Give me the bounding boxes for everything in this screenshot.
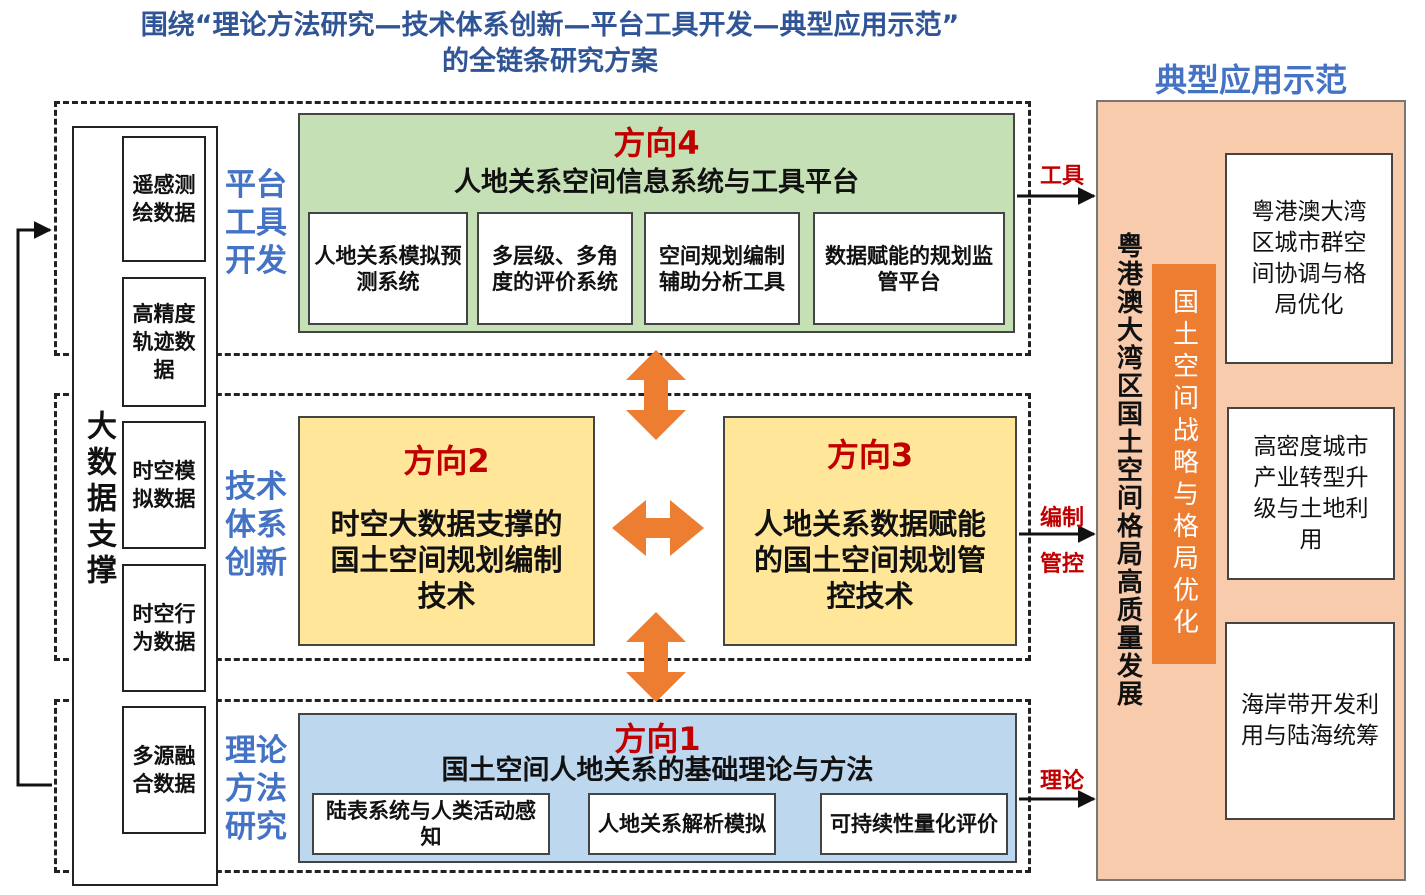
- platform-band: [54, 101, 1031, 356]
- demo-example-2: 高密度城市产业转型升级与土地利用: [1227, 407, 1395, 580]
- data-item-behavior: 时空行为数据: [122, 564, 206, 692]
- demo-main-label: 粤港澳大湾区国土空间格局高质量发展: [1112, 232, 1143, 708]
- title-line-2: 的全链条研究方案: [442, 46, 658, 77]
- arrow-label-control: 管控: [1039, 552, 1084, 577]
- direction-1-sub-2: 人地关系解析模拟: [588, 793, 776, 855]
- direction-2-box: [298, 416, 595, 646]
- data-item-trajectory: 高精度轨迹数据: [122, 277, 206, 407]
- direction-1-label: 方向1: [614, 720, 701, 758]
- direction-1-sub-1: 陆表系统与人类活动感知: [312, 793, 550, 855]
- demo-title: 典型应用示范: [1154, 61, 1347, 99]
- data-item-simulation: 时空模拟数据: [122, 421, 206, 549]
- arrow-label-tool: 工具: [1039, 164, 1084, 189]
- direction-3-title: 人地关系数据赋能的国土空间规划管控技术: [753, 507, 986, 613]
- category-technology: 技术体系创新: [225, 469, 287, 581]
- theory-band: [54, 699, 1031, 873]
- double-arrow-icon: [626, 350, 686, 440]
- direction-4-sub-3: 空间规划编制辅助分析工具: [644, 212, 800, 325]
- double-arrow-icon: [626, 612, 686, 702]
- direction-4-sub-4: 数据赋能的规划监管平台: [813, 212, 1005, 325]
- title-line-1: 围绕“理论方法研究—技术体系创新—平台工具开发—典型应用示范”: [140, 10, 960, 41]
- double-arrow-icon: [612, 500, 704, 556]
- direction-3-box: [723, 416, 1017, 646]
- category-theory: 理论方法研究: [225, 733, 287, 845]
- category-platform: 平台工具开发: [225, 167, 287, 279]
- direction-4-title: 人地关系空间信息系统与工具平台: [454, 167, 859, 198]
- direction-2-title: 时空大数据支撑的国土空间规划编制技术: [330, 507, 563, 613]
- direction-1-title: 国土空间人地关系的基础理论与方法: [441, 755, 874, 786]
- big-data-label: 大数据支撑: [81, 410, 116, 590]
- direction-3-label: 方向3: [826, 436, 914, 474]
- demo-example-1: 粤港澳大湾区城市群空间协调与格局优化: [1225, 153, 1393, 364]
- technology-band: [54, 393, 1031, 661]
- direction-1-sub-3: 可持续性量化评价: [820, 793, 1008, 855]
- feedback-loop-arrow: [16, 221, 52, 787]
- diagram-title: 围绕“理论方法研究—技术体系创新—平台工具开发—典型应用示范” 的全链条研究方案: [20, 8, 1080, 80]
- direction-4-label: 方向4: [613, 124, 700, 162]
- arrow-label-compile: 编制: [1039, 506, 1084, 531]
- demo-focus-bar: 国土空间战略与格局优化: [1152, 264, 1216, 664]
- data-item-fusion: 多源融合数据: [122, 706, 206, 834]
- direction-4-sub-1: 人地关系模拟预测系统: [308, 212, 468, 325]
- direction-2-label: 方向2: [403, 442, 490, 480]
- arrow-label-theory: 理论: [1039, 769, 1084, 794]
- direction-4-sub-2: 多层级、多角度的评价系统: [477, 212, 633, 325]
- data-item-remote-sensing: 遥感测绘数据: [122, 136, 206, 262]
- demo-example-3: 海岸带开发利用与陆海统筹: [1225, 622, 1395, 820]
